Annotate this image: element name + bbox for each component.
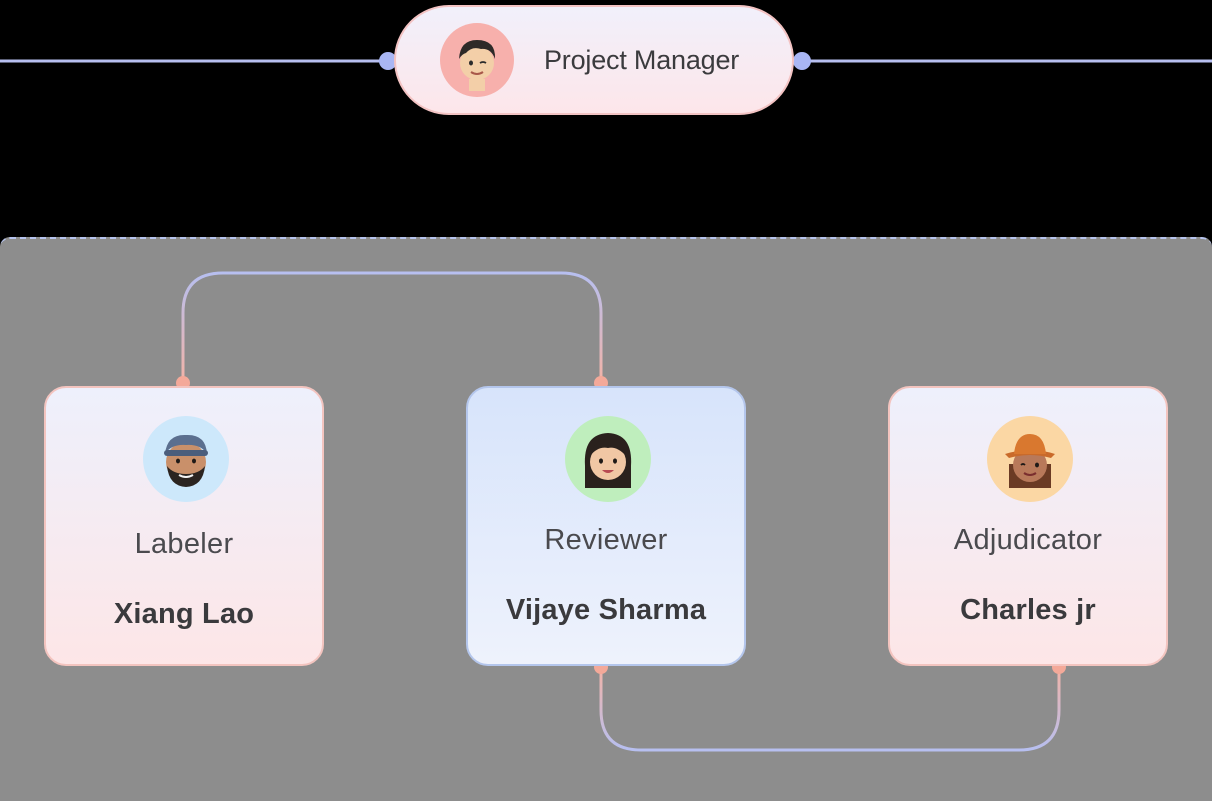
- reviewer-adjudicator-connector: [599, 667, 1061, 752]
- project-manager-node[interactable]: Project Manager: [394, 5, 794, 115]
- labeler-role: Labeler: [134, 528, 234, 560]
- reviewer-card[interactable]: Reviewer Vijaye Sharma: [466, 386, 746, 666]
- labeler-name: Xiang Lao: [113, 598, 255, 630]
- reviewer-role: Reviewer: [544, 524, 668, 556]
- memoji-woman-hat-avatar-icon: [987, 416, 1073, 502]
- memoji-bearded-man-avatar-icon: [143, 416, 229, 502]
- memoji-woman-avatar-icon: [565, 416, 651, 502]
- pm-connector-dot-left: [379, 52, 397, 70]
- pm-connector-dot-right: [793, 52, 811, 70]
- memoji-man-avatar-icon: [440, 23, 514, 97]
- project-manager-label: Project Manager: [544, 45, 740, 75]
- adjudicator-card[interactable]: Adjudicator Charles jr: [888, 386, 1168, 666]
- adjudicator-name: Charles jr: [960, 594, 1096, 626]
- labeler-card[interactable]: Labeler Xiang Lao: [44, 386, 324, 666]
- adjudicator-role: Adjudicator: [953, 524, 1103, 556]
- reviewer-name: Vijaye Sharma: [505, 594, 707, 626]
- labeler-reviewer-connector: [181, 271, 603, 383]
